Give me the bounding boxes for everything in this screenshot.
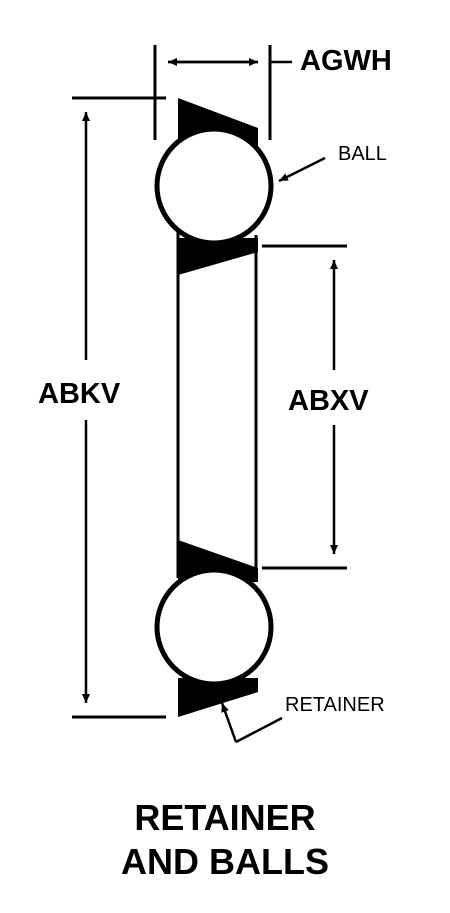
agwh-dimension: AGWH — [153, 45, 392, 140]
retainer-leader — [235, 716, 283, 744]
retainer-wedge-upper-mid — [178, 238, 258, 275]
abxv-label: ABXV — [288, 385, 369, 417]
retainer-wedge-bottom — [178, 678, 258, 717]
ball-lower — [154, 567, 274, 687]
retainer-callout: RETAINER — [220, 694, 385, 744]
balls — [154, 126, 274, 687]
ball-leader — [278, 156, 326, 183]
ball-label: BALL — [338, 143, 387, 165]
retainer-body — [176, 232, 258, 580]
abkv-label: ABKV — [38, 378, 121, 410]
abkv-dimension: ABKV — [38, 96, 166, 719]
caption-line-1: RETAINER — [134, 797, 316, 838]
ball-callout: BALL — [278, 143, 387, 183]
abxv-dimension: ABXV — [262, 244, 369, 570]
agwh-label: AGWH — [300, 45, 392, 77]
retainer-label: RETAINER — [285, 694, 385, 716]
caption-line-2: AND BALLS — [121, 841, 329, 882]
ball-upper — [154, 126, 274, 246]
